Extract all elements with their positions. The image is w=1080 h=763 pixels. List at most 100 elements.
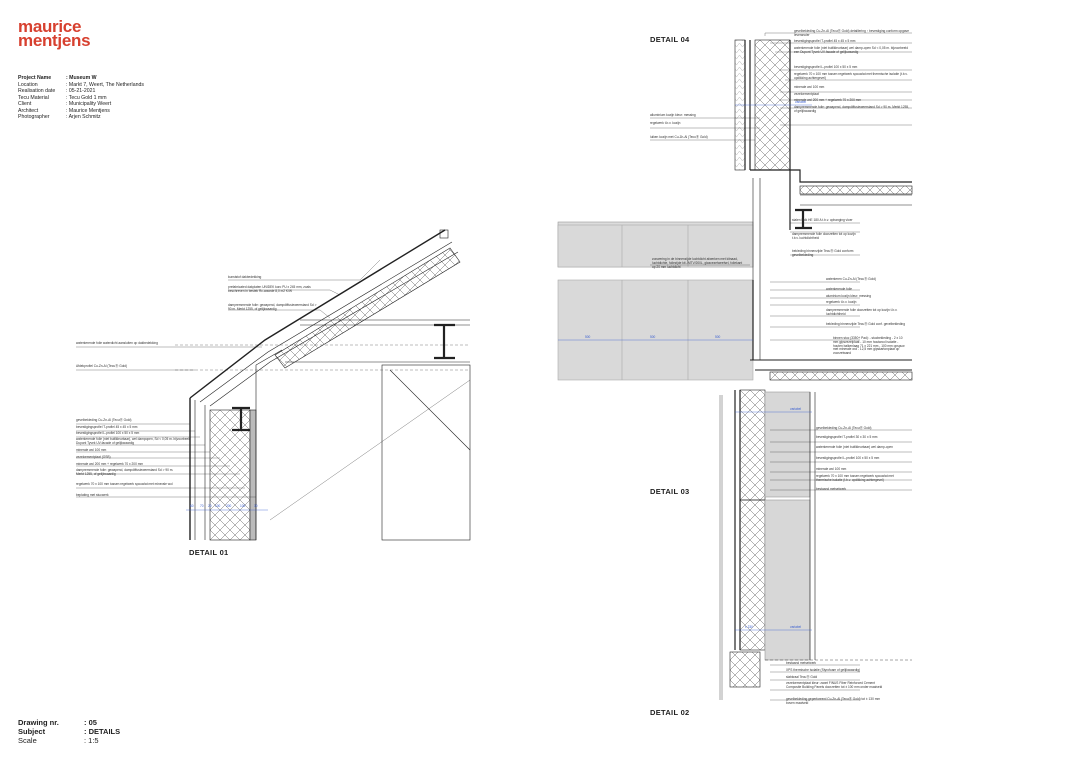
project-info-row: Client : Municipality Weert xyxy=(18,101,144,108)
d02-note: gevelbekleding geperforeerd Cu-Zn-Al (Te… xyxy=(786,697,881,705)
title-key: Subject xyxy=(18,727,46,736)
info-key: Architect xyxy=(18,107,39,114)
d01-wall-note: bevestigingsprofiel L-profiel 100 x 50 x… xyxy=(76,431,140,435)
project-info-row: Project Name : Museum W xyxy=(18,75,144,82)
d03-note: regelwerk t.b.v. kozijn xyxy=(826,300,857,304)
brand-line2: mentjens xyxy=(18,31,91,50)
info-value: : Municipality Weert xyxy=(66,101,112,107)
d04-note: vezelcementplaat xyxy=(794,92,819,96)
d03-note: waterkerende folie xyxy=(826,287,853,291)
d02-note: vezelcementplaat kleur: zwart FINUS Fibe… xyxy=(786,681,883,689)
d03-wall-note: bestaand metselwerk xyxy=(816,487,847,491)
d01-wall-note: minerale wol 200 mm + regelwerk 70 x 200… xyxy=(76,462,144,466)
project-info-row: Location : Markt 7, Weert, The Netherland… xyxy=(18,82,144,89)
project-info-row: Realisation date : 05-21-2021 xyxy=(18,88,144,95)
d03-var: variabel xyxy=(790,407,802,411)
info-value: : Tecu Gold 1 mm xyxy=(66,94,107,101)
d04-note: stalen balk HE 180 A t.b.v. ophanging vl… xyxy=(792,218,853,222)
d04-note: minerale wol 200 mm + regelwerk 70 x 200… xyxy=(794,98,862,102)
d01-upper-note: waterkerende folie waterdicht aansluiten… xyxy=(76,341,158,345)
project-info-row: Architect: Maurice Mentjens xyxy=(18,108,144,115)
d01-dim: 100 xyxy=(240,504,246,508)
d04-note: regelwerk t.b.v. kozijn xyxy=(650,121,681,125)
d03-dim: 500 xyxy=(715,335,721,339)
d03-note: dampremmende folie doorzetten tot op koz… xyxy=(826,308,898,316)
roof-note: kunststof dakbedekking xyxy=(228,275,262,279)
d03-wall-note: bevestigingsprofiel L-profiel 100 x 50 x… xyxy=(816,456,880,460)
roof-note: dampremmende folie: gewapend, dampdiffus… xyxy=(228,303,317,311)
title-key: Drawing nr. xyxy=(18,718,59,727)
d03-wall-note: minerale wol 100 mm xyxy=(816,467,847,471)
project-info-row: Photographer : Arjen Schmitz xyxy=(18,114,144,121)
d01-dim: 100 xyxy=(215,504,221,508)
title-row: Scale : 1:5 xyxy=(18,736,120,745)
info-value: : Museum W xyxy=(66,75,97,81)
d04-note: luiken kozijn met Cu-Zn-Al (TecuⓇ Gold) xyxy=(650,135,708,139)
d01-wall-note: regelwerk 70 x 100 mm tussen regelwerk s… xyxy=(76,482,173,486)
detail-04-label: DETAIL 04 xyxy=(650,35,690,44)
info-key: Location xyxy=(18,81,38,88)
title-value: : 1:5 xyxy=(84,736,99,745)
d02-dim: ± 230 xyxy=(745,625,753,629)
d04-note: dampremmende folie doorzetten tot op koz… xyxy=(792,232,856,240)
detail-01-label: DETAIL 01 xyxy=(189,548,229,557)
d03-note: zonwering in de binnenzijde luchtdicht a… xyxy=(652,257,743,269)
d01-dim: 20 xyxy=(208,504,212,508)
title-row: Drawing nr. : 05 xyxy=(18,718,120,727)
d04-note: alluminium kozijn kleur: messing xyxy=(650,113,696,117)
info-key: Realisation date xyxy=(18,88,56,94)
d04-note: waterkerende folie (niet buitlkleurbaar)… xyxy=(794,46,909,54)
info-key: Client xyxy=(18,101,32,107)
d04-note: bevestigingsprofiel L-profiel 100 x 50 x… xyxy=(794,65,858,69)
info-value: : Arjen Schmitz xyxy=(66,114,101,120)
d03-wall-note: waterkerende folie (niet buitlkleurbaar)… xyxy=(816,445,893,449)
d01-wall-note: bevestigingsprofiel T-profiel 45 x 45 x … xyxy=(76,425,138,429)
d03-note: bekleding binnenzijde TecuⓇ Gold conf. g… xyxy=(826,322,905,326)
d01-upper-note: Afdekprofiel Cu-Zn-Al (TecuⓇ Gold) xyxy=(76,364,128,368)
info-value: : 05-21-2021 xyxy=(66,88,96,94)
info-key: Tecu Material xyxy=(18,94,49,101)
d01-dim: 200 xyxy=(226,504,232,508)
title-value: : 05 xyxy=(84,718,97,727)
title-block: Drawing nr. : 05 Subject: DETAILS Scale : … xyxy=(18,718,120,745)
info-key: Project Name xyxy=(18,75,52,81)
d04-note: bekleding binnenzijde TecuⓇ Gold conform… xyxy=(792,249,854,257)
detail-01-drawing xyxy=(76,229,471,541)
d03-dim: 500 xyxy=(585,335,591,339)
d01-dim: 60 xyxy=(190,504,194,508)
d04-note: dampremmende folie: gewapend, dampdiffus… xyxy=(794,105,910,113)
project-info: Project Name : Museum W Location : Markt 7… xyxy=(18,75,144,121)
d03-wall-note: regelwerk 70 x 100 mm tussen regelwerk s… xyxy=(816,474,894,482)
brand-line1: maurice xyxy=(18,17,82,36)
d01-wall-note: dampremmende folie: gewapend, dampdiffus… xyxy=(76,468,174,476)
detail-04-03-drawing xyxy=(557,32,913,701)
d01-wall-note: beplating met stucwerk xyxy=(76,493,109,497)
info-value: : Markt 7, Weert, The Netherlands xyxy=(66,81,144,88)
d03-note: binnen stuc (3350+ Pad): - stucbekleding… xyxy=(833,336,905,356)
d01-wall-note: minerale wol 100 mm xyxy=(76,448,107,452)
d01-wall-note: waterkerende folie (niet buitlkleurbaar)… xyxy=(76,437,191,445)
detail-03-label: DETAIL 03 xyxy=(650,487,690,496)
roof-note: prefabricated dakplaten UNIDEK koro PU x… xyxy=(228,285,311,293)
brand-logo: maurice mentjens xyxy=(18,17,91,50)
d04-note: regelwerk 70 x 100 mm tussen regelwerk s… xyxy=(794,72,908,80)
d03-wall-note: gevelbekleding Cu-Zn-Al (TecuⓇ Gold) xyxy=(816,426,872,430)
d04-var: variabel xyxy=(795,100,807,104)
title-key: Scale xyxy=(18,736,37,745)
d01-wall-note: vezelcementplaat (OSB) xyxy=(76,455,111,459)
d02-var: variabel xyxy=(790,625,802,629)
d02-note: bestaand metselwerk xyxy=(786,661,817,665)
d04-note: minerale wol 100 mm xyxy=(794,85,825,89)
d04-note: bevestigingsprofiel T-profiel 45 x 45 x … xyxy=(794,39,856,43)
d03-dim: 500 xyxy=(650,335,656,339)
d01-wall-note: gevelbekleding Cu-Zn-Al (TecuⓇ Gold) xyxy=(76,418,132,422)
title-row: Subject: DETAILS xyxy=(18,727,120,736)
detail-02-label: DETAIL 02 xyxy=(650,708,690,717)
d03-wall-note: bevestigingsprofiel T-profiel 30 x 30 x … xyxy=(816,435,878,439)
d03-note: aluminium kozijn kleur: messing xyxy=(826,294,871,298)
d01-dim: 30 xyxy=(254,504,258,508)
d01-dim: 70 xyxy=(200,504,204,508)
info-key: Photographer xyxy=(18,114,50,120)
d02-note: XPS thermische isolatie (Styrofoam of ge… xyxy=(786,668,861,672)
